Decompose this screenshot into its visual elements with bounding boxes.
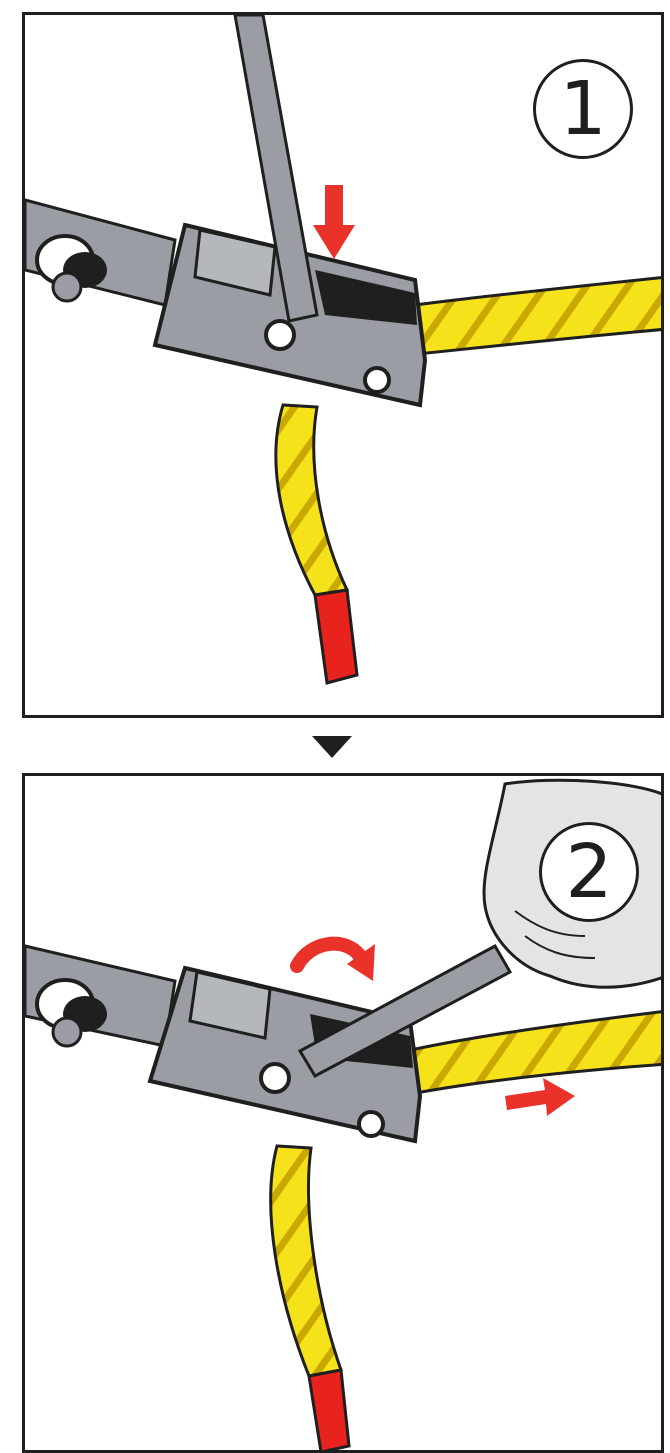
shackle <box>25 946 175 1046</box>
right-arrow-icon <box>505 1078 575 1116</box>
flow-down-triangle-icon <box>312 736 352 758</box>
shackle <box>25 200 175 305</box>
rotate-arrow-icon <box>297 944 375 981</box>
step-number-badge: 2 <box>539 822 639 922</box>
step-number-badge: 1 <box>533 59 633 159</box>
rope-tail <box>276 405 347 595</box>
step-1-panel: 1 <box>22 12 664 718</box>
down-arrow-icon <box>313 185 355 259</box>
rope-end-cap <box>315 590 357 683</box>
step-2-panel: 2 <box>22 773 664 1453</box>
rope-end-cap <box>309 1370 349 1452</box>
rope-tightener-body <box>150 968 420 1141</box>
rope-tail <box>271 1146 341 1376</box>
